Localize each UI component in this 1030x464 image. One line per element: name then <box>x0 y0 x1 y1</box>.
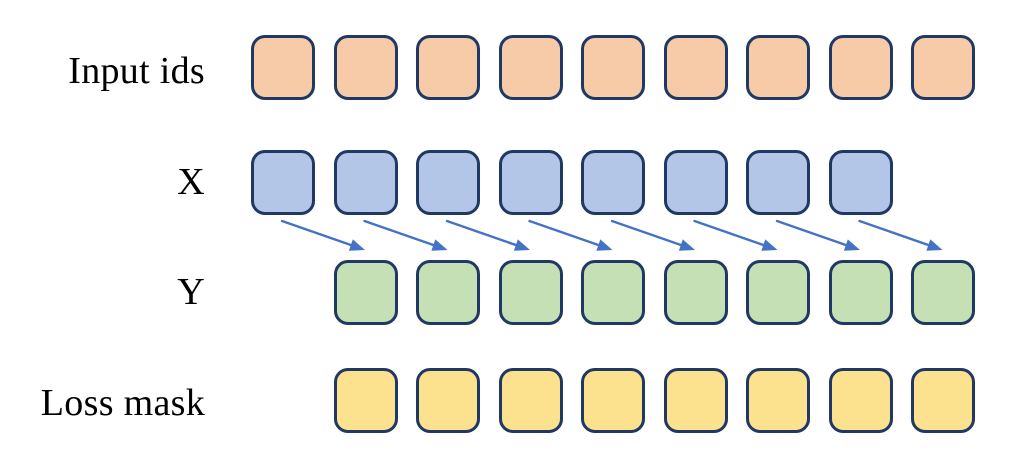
shift-arrow-1 <box>363 219 448 251</box>
shift-arrow-4 <box>610 219 695 251</box>
cell-loss-mask-6 <box>828 368 893 433</box>
cell-x-6 <box>746 150 810 215</box>
arrow-shaft <box>280 219 353 247</box>
cell-x-3 <box>498 150 563 215</box>
cell-input-ids-3 <box>498 35 563 100</box>
arrow-head <box>596 239 613 251</box>
cell-y-0 <box>333 260 398 325</box>
arrow-head <box>761 239 778 251</box>
cell-input-ids-4 <box>581 35 645 100</box>
cell-x-1 <box>333 150 398 215</box>
shift-arrow-3 <box>528 219 613 251</box>
cell-y-3 <box>581 260 645 325</box>
arrow-head <box>926 239 943 251</box>
cell-y-5 <box>746 260 810 325</box>
shift-arrow-7 <box>858 219 943 251</box>
cell-loss-mask-0 <box>333 368 398 433</box>
arrow-shaft <box>775 219 848 247</box>
cell-input-ids-1 <box>333 35 398 100</box>
cell-y-6 <box>828 260 893 325</box>
arrow-head <box>513 239 530 251</box>
cell-input-ids-6 <box>746 35 810 100</box>
row-label-loss-mask: Loss mask <box>40 382 205 424</box>
cell-input-ids-2 <box>416 35 480 100</box>
shift-arrow-5 <box>693 219 778 251</box>
cell-loss-mask-3 <box>581 368 645 433</box>
cell-input-ids-5 <box>663 35 728 100</box>
cell-input-ids-8 <box>911 35 975 100</box>
cell-y-4 <box>663 260 728 325</box>
arrow-head <box>678 239 695 251</box>
cell-x-4 <box>581 150 645 215</box>
arrow-head <box>348 239 365 251</box>
row-label-input-ids: Input ids <box>68 50 205 92</box>
arrow-head <box>431 239 448 251</box>
cell-loss-mask-4 <box>663 368 728 433</box>
cell-x-7 <box>828 150 893 215</box>
shift-arrow-2 <box>445 219 530 251</box>
arrow-shaft <box>610 219 683 247</box>
cell-x-2 <box>416 150 480 215</box>
arrow-shaft <box>693 219 765 247</box>
cell-y-2 <box>498 260 563 325</box>
cell-loss-mask-2 <box>498 368 563 433</box>
cell-x-5 <box>663 150 728 215</box>
cell-loss-mask-7 <box>911 368 975 433</box>
cell-loss-mask-1 <box>416 368 480 433</box>
row-label-x: X <box>177 161 205 203</box>
arrow-shaft <box>445 219 518 247</box>
cell-y-7 <box>911 260 975 325</box>
row-label-y: Y <box>177 271 205 313</box>
cell-input-ids-0 <box>251 35 315 100</box>
arrow-shaft <box>858 219 930 247</box>
cell-input-ids-7 <box>828 35 893 100</box>
arrow-shaft <box>528 219 600 247</box>
arrow-shaft <box>363 219 435 247</box>
cell-loss-mask-5 <box>746 368 810 433</box>
shift-arrow-0 <box>280 219 365 251</box>
shift-arrow-6 <box>775 219 860 251</box>
arrow-head <box>843 239 860 251</box>
cell-x-0 <box>251 150 315 215</box>
cell-y-1 <box>416 260 480 325</box>
